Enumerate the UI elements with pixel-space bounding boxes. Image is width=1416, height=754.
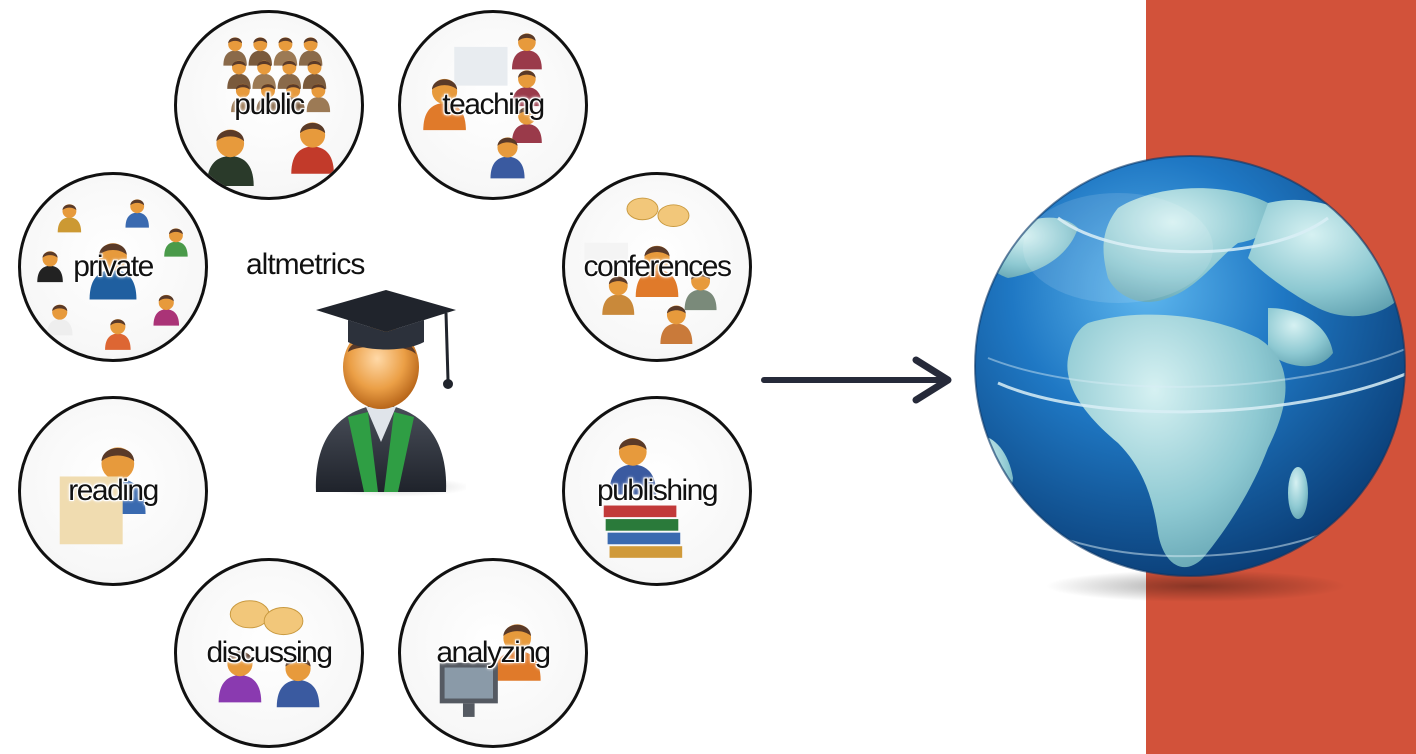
person-figure — [298, 37, 323, 66]
person-figure — [218, 651, 262, 703]
activity-teaching: teaching — [398, 10, 588, 200]
audience-icon — [206, 37, 334, 186]
person-figure — [89, 243, 137, 300]
person-figure — [273, 37, 298, 66]
right-arrow-icon — [761, 356, 952, 404]
activity-label-reading: reading — [68, 474, 159, 507]
presentation-icon — [584, 197, 717, 344]
computer-screen — [444, 667, 493, 699]
person-figure — [602, 276, 635, 315]
book — [605, 519, 679, 531]
activity-public: public — [174, 10, 364, 200]
person-figure — [511, 107, 542, 143]
activity-reading: reading — [18, 396, 208, 586]
globe-icon — [974, 155, 1406, 602]
person-figure — [291, 122, 334, 174]
activity-label-teaching: teaching — [442, 88, 545, 121]
newspaper-reader-icon — [59, 447, 146, 545]
book — [609, 546, 683, 558]
activity-analyzing: analyzing — [398, 558, 588, 748]
activity-label-analyzing: analyzing — [436, 636, 551, 669]
activity-label-public: public — [234, 88, 305, 121]
people-group-icon — [37, 199, 188, 350]
activity-discussing: discussing — [174, 558, 364, 748]
speech-bubble — [657, 204, 690, 228]
book — [603, 505, 677, 518]
graduate-icon — [315, 290, 466, 497]
person-figure — [276, 655, 320, 708]
presentation-board — [584, 242, 628, 277]
person-figure — [490, 137, 525, 179]
activity-label-private: private — [73, 250, 154, 283]
speech-bubbles-icon — [218, 600, 320, 708]
activity-label-conferences: conferences — [583, 250, 732, 283]
person-figure — [206, 129, 254, 186]
books-icon — [603, 438, 683, 558]
activity-conferences: conferences — [562, 172, 752, 362]
person-figure — [684, 271, 717, 311]
book — [607, 532, 681, 545]
activity-publishing: publishing — [562, 396, 752, 586]
person-figure — [635, 245, 679, 298]
person-figure — [281, 83, 305, 113]
person-figure — [248, 37, 273, 66]
activity-label-discussing: discussing — [206, 636, 333, 669]
person-figure — [46, 304, 73, 336]
speech-bubble — [263, 607, 304, 636]
person-figure — [57, 204, 82, 233]
person-figure — [423, 78, 466, 131]
blackboard — [454, 46, 508, 86]
computer-stand — [462, 703, 475, 717]
teacher-class-icon — [423, 33, 542, 179]
person-figure — [256, 83, 280, 113]
person-figure — [660, 305, 693, 344]
person-figure — [153, 294, 180, 326]
person-figure — [125, 199, 149, 228]
center-label: altmetrics — [246, 248, 365, 281]
person-figure — [306, 83, 331, 113]
speech-bubble — [626, 197, 659, 221]
person-figure — [493, 624, 541, 681]
person-figure — [105, 319, 131, 350]
person-figure — [511, 70, 542, 107]
person-figure — [609, 438, 657, 495]
speech-bubble — [229, 600, 270, 629]
person-figure — [223, 37, 247, 66]
person-figure — [511, 33, 542, 70]
newspaper — [59, 476, 123, 545]
activity-private: private — [18, 172, 208, 362]
person-figure — [164, 228, 188, 257]
person-figure — [231, 83, 255, 113]
person-figure — [37, 251, 63, 283]
activity-label-publishing: publishing — [596, 474, 719, 507]
computer-user-icon — [439, 624, 541, 717]
